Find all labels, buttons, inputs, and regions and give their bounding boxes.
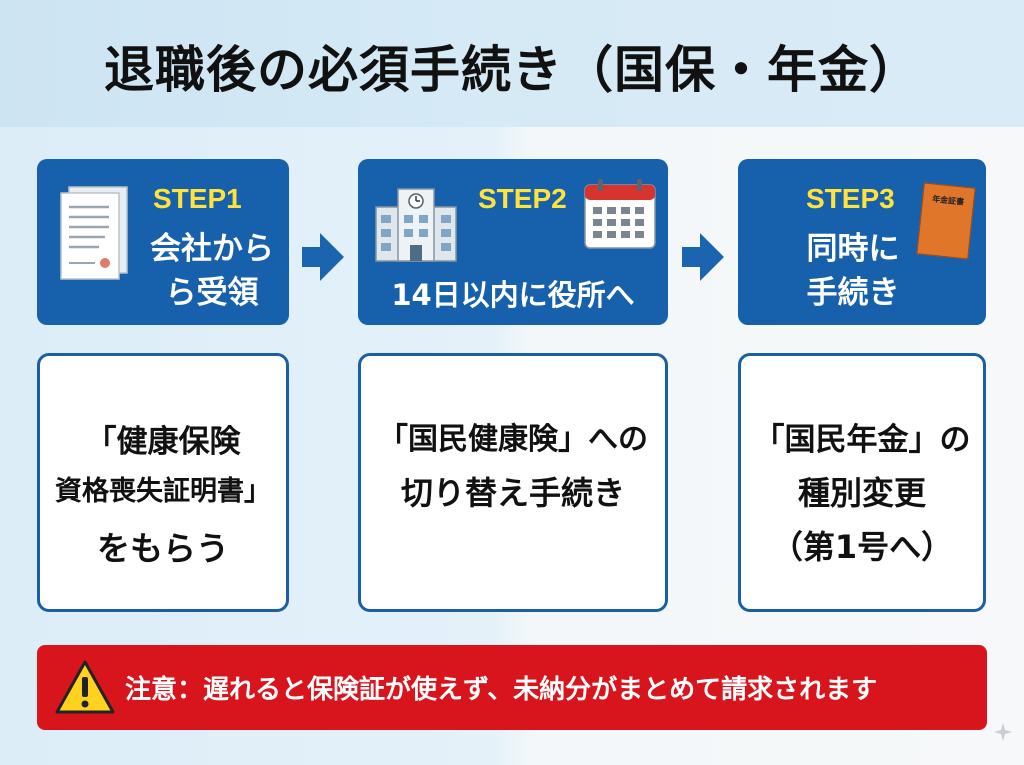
step-3-detail-line-1: 「国民年金」の — [753, 422, 971, 458]
step-2-label: STEP2 — [478, 183, 567, 214]
step-2-detail-card: 「国民健康険」への 切り替え手続き — [358, 353, 668, 612]
step-3-line-1: 同時に — [806, 231, 900, 267]
step-3-text: 同時に 手続き — [778, 227, 928, 315]
step-1-detail-line-3: をもらう — [97, 529, 229, 568]
title-band — [0, 0, 1024, 127]
sparkle-icon — [994, 723, 1012, 741]
step-1-text: 会社から ら受領 — [137, 227, 287, 315]
step-2-text: 14日以内に役所へ — [391, 278, 635, 312]
arrow-right-icon — [682, 233, 724, 281]
step-1-detail-line-1: 「健康保険 — [85, 424, 241, 460]
pension-booklet-icon: 年金証書 — [916, 182, 976, 260]
pension-booklet-text: 年金証書 — [931, 194, 965, 207]
warning-text: 注意：遅れると保険証が使えず、未納分がまとめて請求されます — [125, 675, 878, 705]
document-icon — [60, 186, 128, 280]
step-1-line-2: ら受領 — [165, 275, 259, 311]
step-1-line-1: 会社から — [150, 231, 274, 267]
page-title: 退職後の必須手続き（国保・年金） — [104, 41, 920, 99]
step-3-detail-line-3: （第1号へ） — [770, 528, 954, 566]
calendar-icon — [584, 179, 656, 249]
step-1-detail-card: 「健康保険 資格喪失証明書」 をもらう — [37, 353, 289, 612]
step-3-detail-line-2: 種別変更 — [797, 474, 926, 512]
step-1-box: STEP1 会社から ら受領 — [37, 159, 289, 325]
office-building-icon — [375, 188, 457, 262]
step-3-line-2: 手続き — [806, 275, 900, 311]
warning-banner: 注意：遅れると保険証が使えず、未納分がまとめて請求されます — [37, 645, 987, 730]
warning-triangle-icon — [55, 660, 115, 714]
step-2-box: STEP2 14日以内に役所へ — [358, 159, 668, 325]
step-2-detail-line-1: 「国民健康険」への — [378, 422, 648, 457]
step-1-detail-line-2: 資格喪失証明書」 — [55, 476, 271, 507]
step-3-box: STEP3 同時に 手続き 年金証書 — [738, 159, 986, 325]
step-2-detail-line-2: 切り替え手続き — [400, 474, 625, 512]
arrow-right-icon — [302, 233, 344, 281]
step-1-label: STEP1 — [153, 183, 242, 214]
step-3-label: STEP3 — [806, 183, 895, 214]
step-3-detail-card: 「国民年金」の 種別変更 （第1号へ） — [738, 353, 986, 612]
